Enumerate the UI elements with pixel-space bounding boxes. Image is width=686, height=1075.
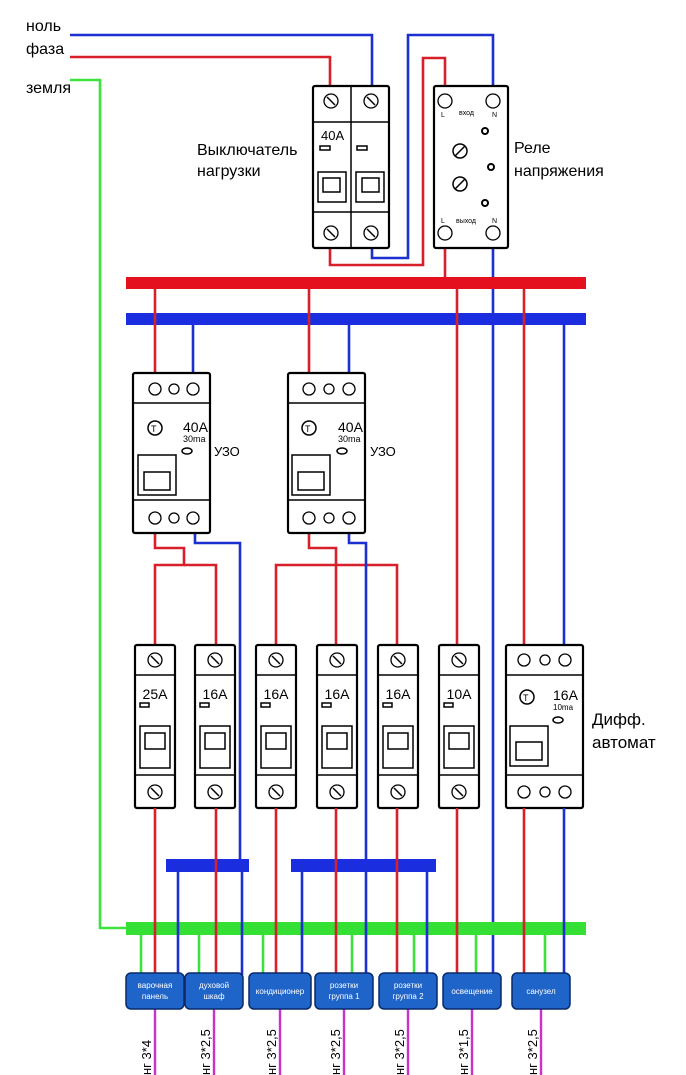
circuit-wires-6 [455,808,478,1075]
rcd-output-wires [153,530,399,869]
circuit-wires-5 [395,808,429,1075]
load-2-line2: шкаф [203,992,225,1001]
diff-label-1: Дифф. [592,710,646,729]
load-box-7: санузел [511,972,571,1010]
rcd-1 [131,371,212,535]
circuit-wires-7 [522,808,566,1075]
rcd-1-leak: 30ma [183,434,206,444]
load-3-line1: кондиционер [256,987,305,996]
main-switch-label-2: нагрузки [197,163,261,180]
breaker-1-rating: 25A [143,686,169,702]
neutral-sub-busbar-1 [166,859,249,872]
breaker-4: 16A [315,643,359,810]
breaker-6: 10A [437,643,481,810]
breaker-5: 16A [376,643,420,810]
bus-rcd-wires [153,289,351,376]
load-4-line2: группа 1 [328,992,360,1001]
main-switch-label-1: Выключатель [197,142,297,159]
breaker-2-rating: 16A [203,686,229,702]
cable-label-7: нг 3*2,5 [525,1029,540,1075]
circuit-wires-4 [334,808,368,1075]
rcd-1-logo: T [151,424,157,434]
diff-leak: 10ma [553,703,574,712]
ground-label: земля [26,80,71,97]
rcd-2 [286,371,367,535]
relay-N-top: N [492,112,497,119]
cable-label-1: нг 3*4 [139,1040,154,1075]
neutral-busbar [126,313,586,325]
phase-busbar [126,277,586,289]
ground-busbar [126,922,586,935]
bus-direct-wires [455,289,566,975]
rcd-2-label: УЗО [370,444,396,459]
cable-label-6: нг 3*1,5 [456,1029,471,1075]
voltage-relay [432,84,510,250]
relay-label-2: напряжения [514,163,604,180]
load-box-5: розетки группа 2 [378,972,438,1010]
breaker-1: 25A [133,643,177,810]
input-wires [70,33,374,930]
breaker-4-rating: 16A [325,686,351,702]
breaker-6-rating: 10A [447,686,473,702]
breaker-3: 16A [254,643,298,810]
load-box-3: кондиционер [248,972,312,1010]
relay-L-top: L [441,112,445,119]
rcd-2-leak: 30ma [338,434,361,444]
relay-out-label: выход [456,218,476,225]
load-box-1: варочная панель [125,972,185,1010]
load-6-line1: освещение [451,987,493,996]
load-box-4: розетки группа 1 [314,972,374,1010]
load-4-line1: розетки [330,981,358,990]
main-load-switch [311,84,391,250]
rcd-1-label: УЗО [214,444,240,459]
diff-logo: T [523,693,529,703]
circuit-breakers: 25A 16A 16A 16A 16A 10A [133,643,481,810]
relay-in-label: вход [459,110,474,117]
load-boxes: варочная панель нг 3*4 духовой шкаф нг 3*2,5 к… [125,972,571,1075]
rcd-2-logo: T [305,424,311,434]
diff-rating: 16A [553,687,579,703]
cable-label-3: нг 3*2,5 [264,1029,279,1075]
circuit-wires-1 [139,808,180,1075]
cable-label-4: нг 3*2,5 [328,1029,343,1075]
load-2-line1: духовой [199,981,229,990]
circuit-wires-2 [197,808,244,1075]
breaker-2: 16A [193,643,237,810]
relay-label-1: Реле [514,140,551,157]
rcd-1-rating: 40A [183,419,209,435]
diff-automat [504,643,585,810]
load-7-line1: санузел [526,987,556,996]
relay-N-bottom: N [492,218,497,225]
rcd-2-rating: 40A [338,419,364,435]
switch-relay-wires [328,33,495,267]
load-box-2: духовой шкаф [184,972,244,1010]
diff-label-2: автомат [592,733,656,752]
neutral-sub-busbar-2 [291,859,436,872]
load-box-6: освещение [442,972,502,1010]
cable-label-5: нг 3*2,5 [392,1029,407,1075]
load-5-line2: группа 2 [392,992,424,1001]
circuit-wires-3 [261,808,304,1075]
outgoing-wires [139,808,566,1075]
load-5-line1: розетки [394,981,422,990]
breaker-3-rating: 16A [264,686,290,702]
cable-label-2: нг 3*2,5 [198,1029,213,1075]
relay-L-bottom: L [441,218,445,225]
phase-label: фаза [26,41,64,58]
main-switch-rating: 40A [321,128,344,143]
neutral-label: ноль [26,18,61,35]
load-1-line2: панель [142,992,168,1001]
load-1-line1: варочная [138,981,173,990]
breaker-5-rating: 16A [386,686,412,702]
